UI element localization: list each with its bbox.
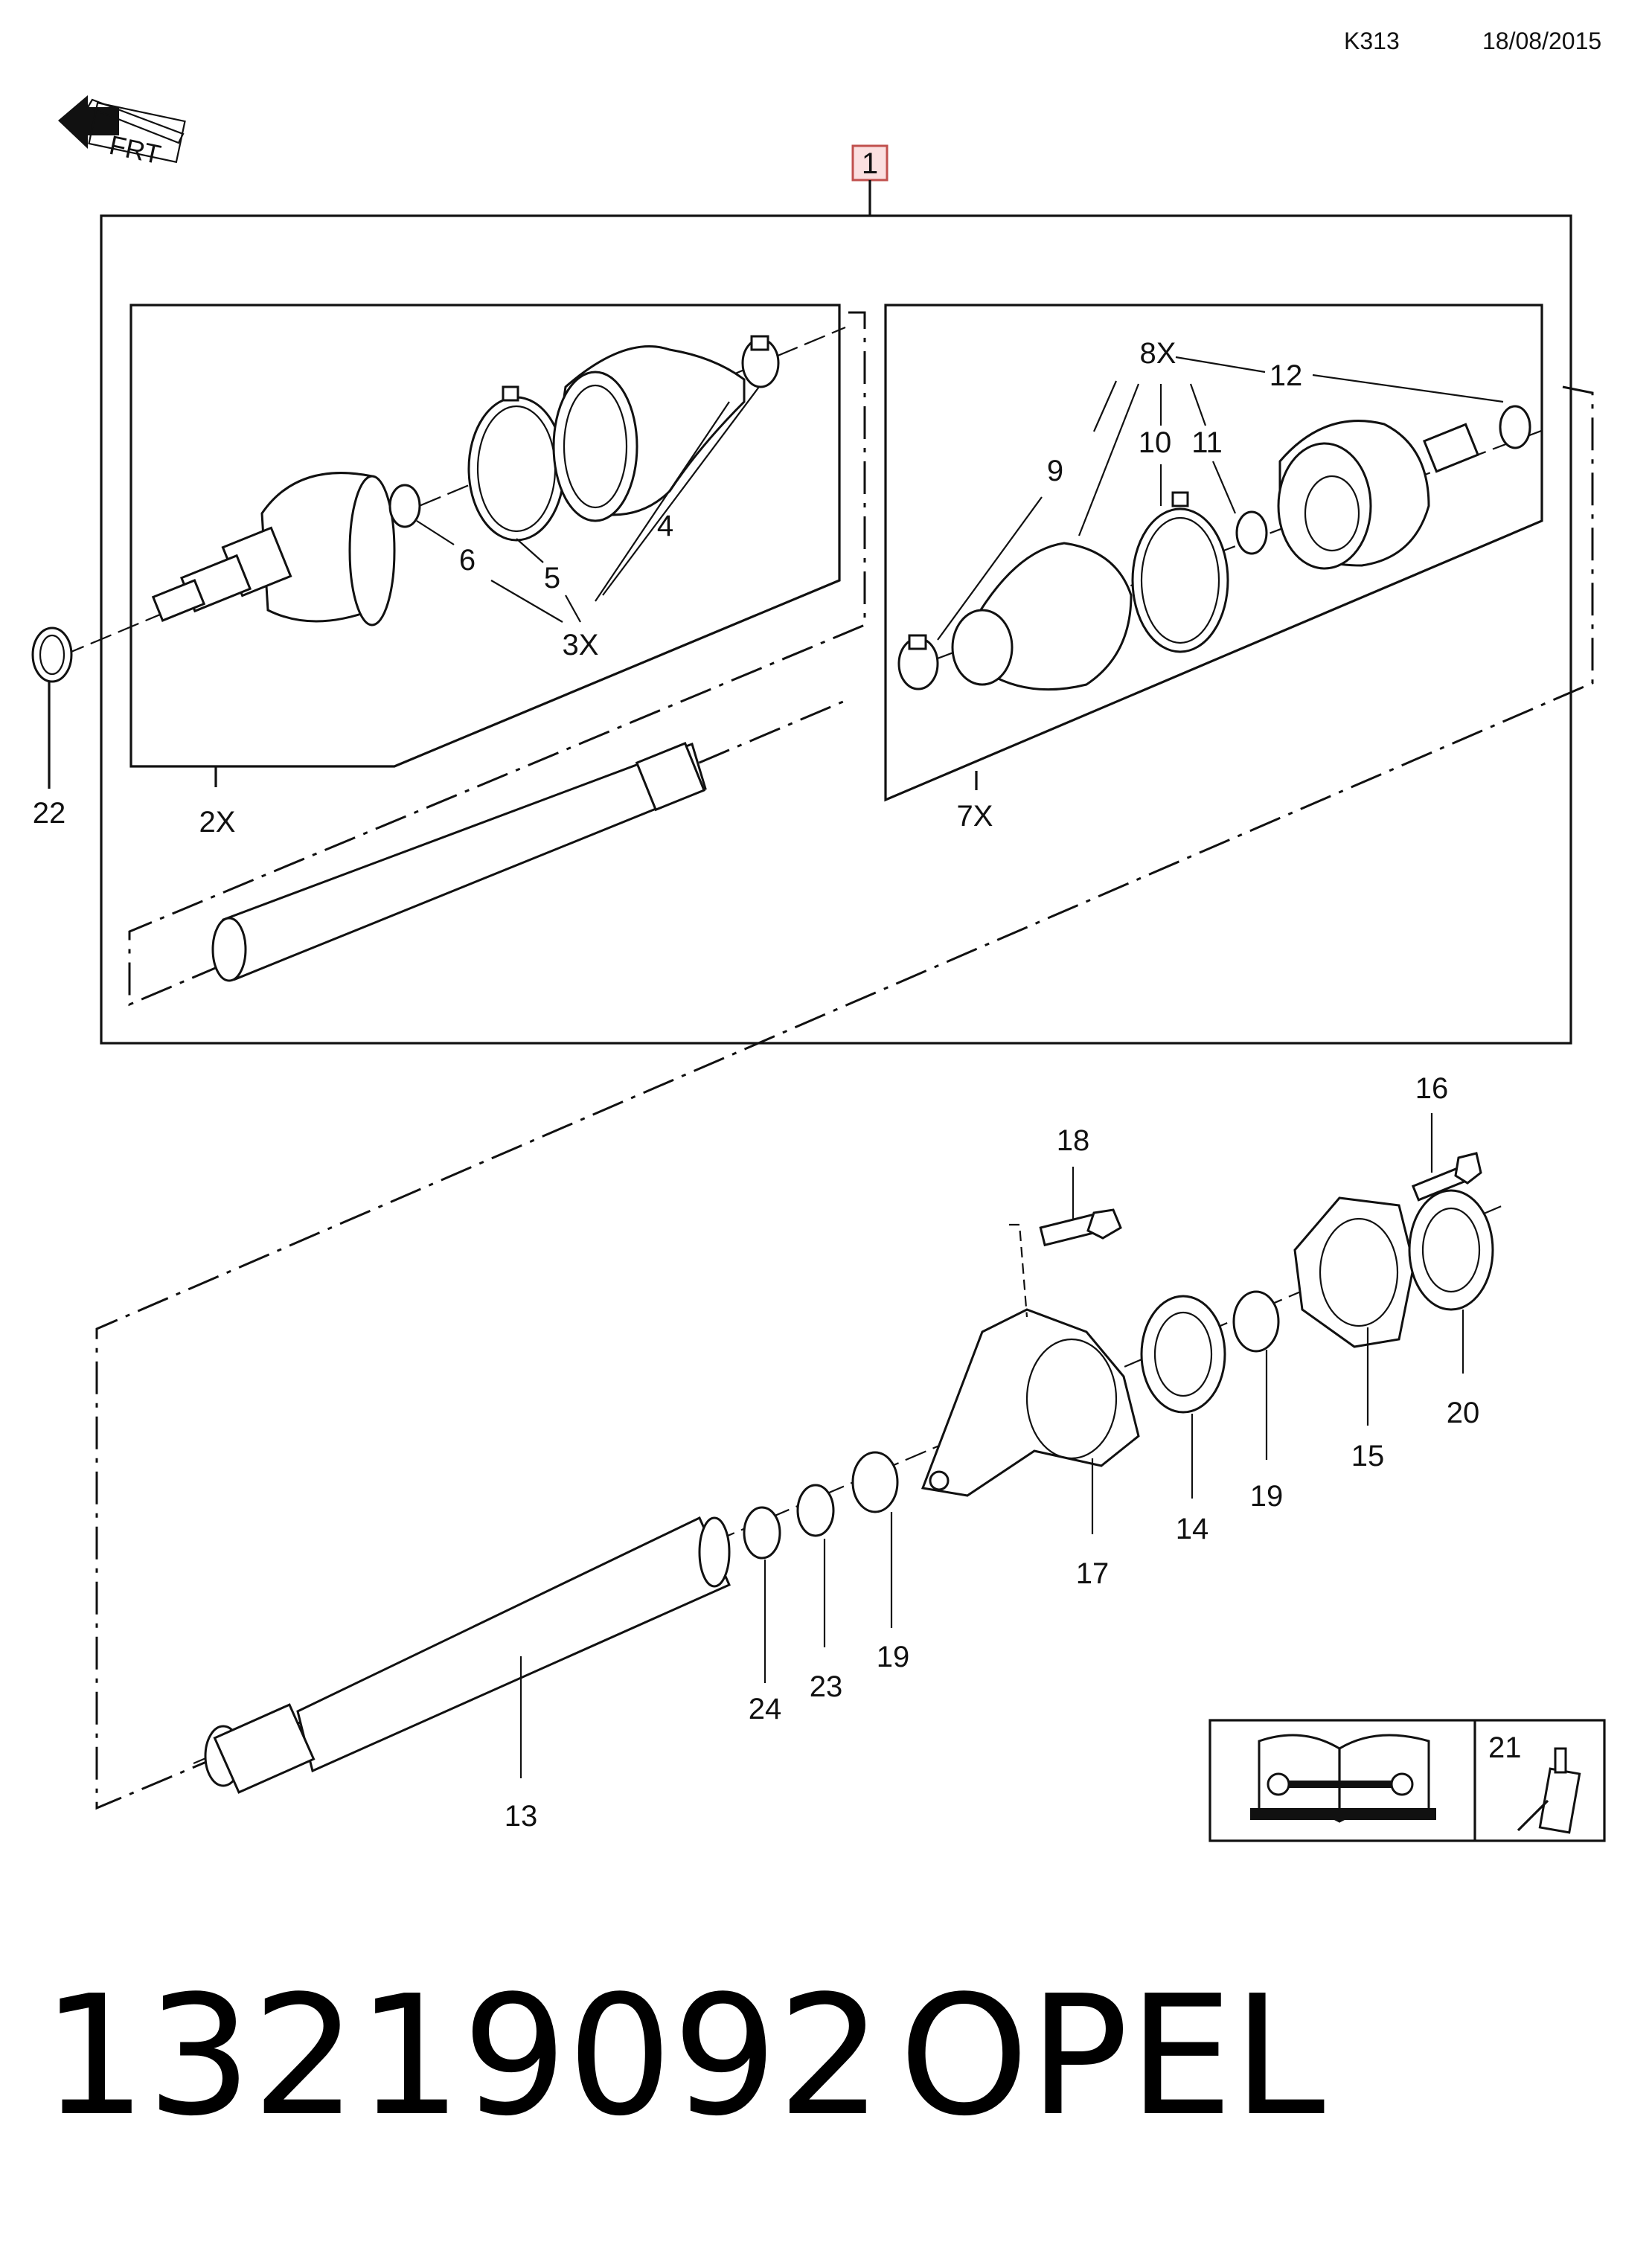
callout-12[interactable]: 12 [1270, 359, 1303, 392]
boot-clamp-10 [1131, 491, 1229, 653]
drive-shaft-upper [211, 742, 707, 982]
outer-cv-joint [151, 472, 396, 626]
circlip-19a [851, 1451, 899, 1513]
callout-15[interactable]: 15 [1351, 1440, 1385, 1472]
callout-10[interactable]: 10 [1139, 426, 1172, 459]
callout-23[interactable]: 23 [810, 1670, 843, 1703]
callout-6[interactable]: 6 [459, 544, 476, 577]
front-arrow-label: FRT [106, 129, 163, 170]
ring-23 [796, 1484, 835, 1537]
bolt-18 [1039, 1208, 1122, 1247]
callout-24[interactable]: 24 [749, 1693, 782, 1725]
clamp-ring-9 [897, 634, 939, 690]
adhesive-tube-icon [1517, 1747, 1581, 1834]
joint-boot-4 [552, 345, 746, 522]
inner-joint-kit-frame [884, 304, 1543, 802]
callout-19-left[interactable]: 19 [877, 1641, 910, 1673]
front-arrow-icon: FRT [58, 95, 186, 170]
callout-3X[interactable]: 3X [563, 629, 599, 661]
callout-13[interactable]: 13 [505, 1800, 538, 1833]
callout-17[interactable]: 17 [1076, 1557, 1110, 1590]
drive-shaft-lower [204, 1516, 731, 1794]
bearing-14 [1140, 1295, 1226, 1414]
boot-clamp-5 [467, 385, 566, 542]
callout-16[interactable]: 16 [1415, 1072, 1449, 1105]
circlip-12 [1499, 405, 1531, 449]
callout-20[interactable]: 20 [1447, 1397, 1480, 1429]
diagram-code: K313 [1344, 28, 1400, 54]
outer-joint-kit-frame [129, 304, 841, 768]
assembly-callout[interactable]: 1 [851, 144, 889, 182]
snap-ring-6 [388, 484, 421, 528]
callout-7X[interactable]: 7X [957, 800, 993, 833]
assembly-frame [100, 214, 1572, 1045]
footer-brand: OPEL [899, 1961, 1325, 2153]
ring-24 [743, 1506, 781, 1560]
callout-19-right[interactable]: 19 [1250, 1480, 1284, 1513]
joint-boot-inner [951, 542, 1133, 691]
callout-8X[interactable]: 8X [1140, 337, 1176, 370]
callout-5[interactable]: 5 [544, 562, 560, 595]
callout-11[interactable]: 11 [1191, 426, 1223, 459]
callout-9[interactable]: 9 [1047, 455, 1063, 487]
callout-14[interactable]: 14 [1176, 1513, 1209, 1545]
circlip-19b [1232, 1290, 1280, 1353]
bracket-17 [921, 1308, 1140, 1497]
bearing-plate-15 [1293, 1196, 1415, 1348]
footer-part-number: 13219092 [42, 1961, 883, 2153]
phantom-boundary-lower [95, 385, 1594, 1810]
snap-ring-11 [1235, 510, 1268, 555]
assembly-callout-number: 1 [862, 147, 878, 180]
legend-box: 21 [1208, 1719, 1606, 1842]
clamp-ring-small [741, 335, 780, 388]
callout-18[interactable]: 18 [1057, 1124, 1090, 1157]
callout-22[interactable]: 22 [33, 797, 66, 830]
service-manual-icon [1250, 1734, 1436, 1823]
bolt-16 [1411, 1152, 1482, 1202]
callout-4[interactable]: 4 [657, 510, 673, 542]
circlip-22 [31, 626, 73, 683]
seal-20 [1408, 1189, 1494, 1311]
tripod-housing [1277, 420, 1480, 570]
diagram-date: 18/08/2015 [1482, 28, 1601, 54]
callout-2X[interactable]: 2X [199, 806, 236, 839]
legend-item-21: 21 [1488, 1731, 1522, 1764]
